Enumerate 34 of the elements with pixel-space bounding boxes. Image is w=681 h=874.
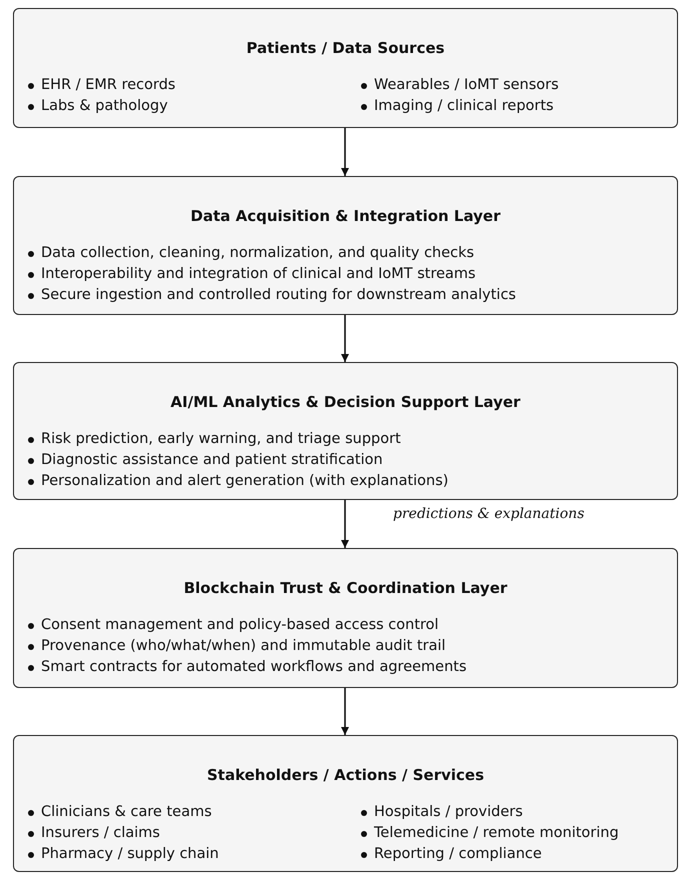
bullet-text: Data collection, cleaning, normalization, and quality checks (41, 244, 474, 263)
layer-box (13, 548, 678, 688)
bullet-text: Pharmacy / supply chain (41, 845, 219, 864)
arrow (341, 500, 349, 548)
layer-box (13, 362, 678, 500)
bullet-text: Insurers / claims (41, 824, 160, 843)
bullet-text: Telemedicine / remote monitoring (374, 824, 619, 843)
arrow (341, 128, 349, 176)
bullet-text: Secure ingestion and controlled routing for downstream analytics (41, 286, 516, 305)
bullet-text: EHR / EMR records (41, 76, 176, 95)
bullet-text: Imaging / clinical reports (374, 97, 554, 116)
layer-title: Patients / Data Sources (246, 39, 445, 57)
bullet-text: Risk prediction, early warning, and triage support (41, 430, 401, 449)
bullet-text: Diagnostic assistance and patient stratification (41, 451, 383, 470)
bullet-text: Clinicians & care teams (41, 803, 212, 822)
layer-title: Blockchain Trust & Coordination Layer (184, 579, 508, 597)
layer-title: Stakeholders / Actions / Services (206, 766, 484, 784)
bullet-text: Labs & pathology (41, 97, 168, 116)
layer-title: Data Acquisition & Integration Layer (190, 207, 500, 225)
arrow (341, 688, 349, 735)
bullet-text: Consent management and policy-based access control (41, 616, 439, 635)
bullet-text: Wearables / IoMT sensors (374, 76, 559, 95)
bullet-text: Personalization and alert generation (with explanations) (41, 472, 448, 491)
layer-box (13, 176, 678, 315)
bullet-text: Interoperability and integration of clinical and IoMT streams (41, 265, 476, 284)
layer-box (13, 8, 678, 128)
layer-box (13, 735, 678, 872)
bullet-text: Reporting / compliance (374, 845, 542, 864)
edge-label: predictions & explanations (393, 506, 584, 522)
bullet-text: Provenance (who/what/when) and immutable audit trail (41, 637, 446, 656)
bullet-text: Smart contracts for automated workflows and agreements (41, 658, 467, 677)
arrow (341, 315, 349, 362)
layer-title: AI/ML Analytics & Decision Support Layer (170, 393, 520, 411)
bullet-text: Hospitals / providers (374, 803, 523, 822)
